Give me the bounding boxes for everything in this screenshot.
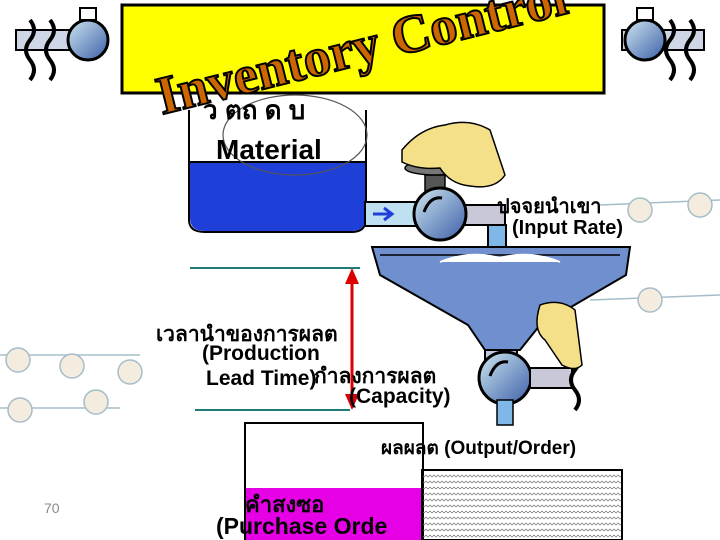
background-decor	[0, 192, 720, 423]
lead-time-line1: (Production	[202, 342, 320, 365]
lead-time-arrow	[345, 268, 359, 410]
input-pipe	[364, 201, 507, 248]
purchase-order-label: (Purchase Orde	[216, 513, 388, 539]
page-number: 70	[44, 500, 60, 516]
capacity-label: (Capacity)	[349, 385, 451, 408]
capacity-thai-label: กำลงการผลต	[314, 365, 437, 388]
valve-icon-top-left	[15, 7, 110, 82]
lead-time-thai-label: เวลานำของการผลต	[156, 323, 338, 346]
banner	[120, 3, 606, 95]
valve-icon-top-right	[621, 7, 705, 82]
output-label: ผลผลต (Output/Order)	[381, 438, 577, 459]
purchase-order-thai-label: คำสงซอ	[245, 492, 325, 517]
hand-icon-bottom	[536, 301, 583, 370]
input-rate-thai-label: ปจจยนำเขา	[497, 196, 602, 218]
material-thai-label: ว ตถ ด บ	[203, 95, 306, 125]
hand-icon-top	[401, 121, 506, 188]
output-tank	[421, 469, 623, 540]
material-label-outline	[222, 94, 368, 176]
input-rate-label: (Input Rate)	[512, 217, 624, 239]
funnel	[370, 246, 632, 351]
output-valve-icon	[477, 348, 581, 426]
material-label: Material	[216, 134, 322, 165]
purchase-order-tank	[244, 422, 424, 540]
lead-time-line2: Lead Time)	[206, 367, 317, 390]
